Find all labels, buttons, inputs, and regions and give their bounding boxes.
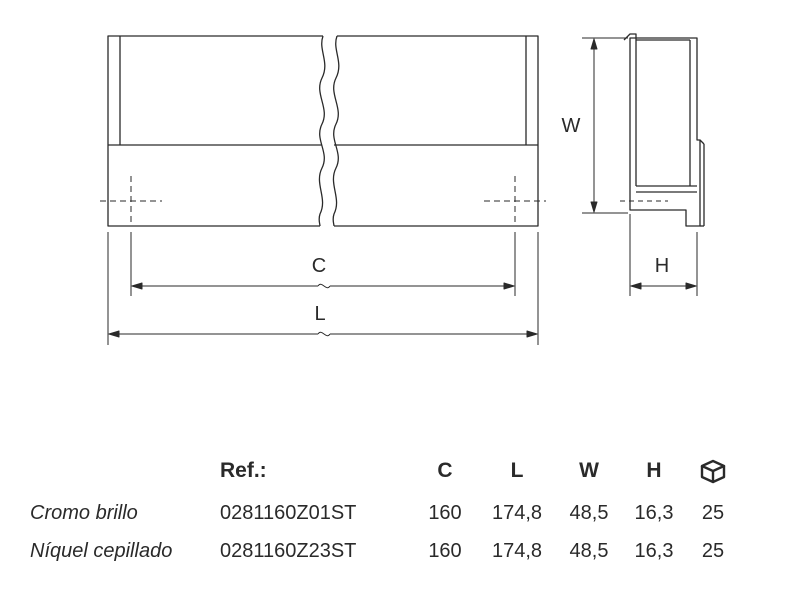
dimension-line-w xyxy=(582,37,628,214)
dimension-label-w: W xyxy=(562,115,581,137)
table-row: Níquel cepillado 0281160Z23ST 160 174,8 … xyxy=(30,532,742,570)
dimension-line-l xyxy=(108,330,538,338)
row-qty: 25 xyxy=(701,539,725,562)
spec-table: Ref.: C L W H Cromo brillo 0281160Z01ST … xyxy=(30,448,742,570)
front-view-right-section xyxy=(332,35,539,227)
row-l: 174,8 xyxy=(491,539,543,562)
header-variant-blank xyxy=(30,448,220,494)
hole-center-mark-right xyxy=(484,176,546,224)
row-ref: 0281160Z01ST xyxy=(220,501,357,524)
row-h: 16,3 xyxy=(634,539,674,562)
dimension-label-c: C xyxy=(312,255,326,277)
row-variant: Níquel cepillado xyxy=(30,539,173,562)
row-h: 16,3 xyxy=(634,501,674,524)
extension-lines xyxy=(107,232,539,345)
row-ref: 0281160Z23ST xyxy=(220,539,357,562)
dimension-line-c xyxy=(131,282,515,290)
dimension-label-l: L xyxy=(314,303,325,325)
spec-table-header: Ref.: C L W H xyxy=(30,448,742,494)
header-ref: Ref.: xyxy=(220,459,267,482)
side-view-profile xyxy=(623,33,705,227)
row-w: 48,5 xyxy=(569,539,609,562)
header-w: W xyxy=(579,459,599,482)
row-l: 174,8 xyxy=(491,501,543,524)
row-c: 160 xyxy=(428,539,462,562)
dimension-line-h xyxy=(629,214,698,296)
front-view-left-section xyxy=(107,35,326,227)
row-variant: Cromo brillo xyxy=(30,501,138,524)
row-qty: 25 xyxy=(701,501,725,524)
table-row: Cromo brillo 0281160Z01ST 160 174,8 48,5… xyxy=(30,494,742,532)
box-icon xyxy=(700,459,726,484)
hole-center-mark-left xyxy=(100,176,162,224)
header-package xyxy=(684,448,742,494)
dimension-label-h: H xyxy=(655,255,669,277)
header-l: L xyxy=(510,459,524,482)
header-h: H xyxy=(646,459,662,482)
row-w: 48,5 xyxy=(569,501,609,524)
row-c: 160 xyxy=(428,501,462,524)
header-c: C xyxy=(437,459,453,482)
technical-drawing: C L W H xyxy=(100,33,705,345)
